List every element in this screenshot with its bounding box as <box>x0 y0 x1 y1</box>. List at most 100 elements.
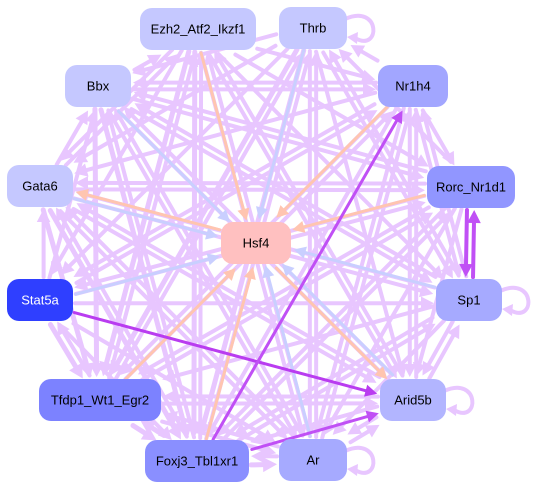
arrowhead-icon <box>133 89 149 103</box>
edge-line <box>211 119 399 441</box>
edge-ar-to-arid5b <box>348 424 380 445</box>
node-thrb[interactable]: Thrb <box>279 7 347 49</box>
arrowhead-icon <box>206 253 220 266</box>
node-box[interactable] <box>140 8 256 50</box>
edge-line <box>149 425 167 438</box>
arrowhead-icon <box>163 410 179 425</box>
node-box[interactable] <box>7 279 73 321</box>
edge-arid5b-to-gata6 <box>76 203 382 379</box>
edge-sp1-to-arid5b <box>422 319 455 376</box>
node-hsf4[interactable]: Hsf4 <box>221 222 291 264</box>
node-nr1h4[interactable]: Nr1h4 <box>378 65 448 107</box>
edge-line <box>206 51 393 370</box>
edge-rorc-to-hsf4 <box>292 193 426 233</box>
node-box[interactable] <box>39 379 161 421</box>
node-label: Foxj3_Tbl1xr1 <box>156 454 238 469</box>
node-sp1[interactable]: Sp1 <box>436 279 502 321</box>
node-box[interactable] <box>380 379 446 421</box>
arrowhead-icon <box>134 103 150 116</box>
edge-line <box>236 328 427 443</box>
node-box[interactable] <box>378 65 448 107</box>
arrowhead-icon <box>74 277 89 291</box>
arrowhead-icon <box>146 54 162 67</box>
edge-line <box>72 214 295 437</box>
edge-line <box>86 180 428 186</box>
node-ar[interactable]: Ar <box>279 439 347 481</box>
arrowhead-icon <box>69 362 83 379</box>
arrowhead-icon <box>57 321 70 337</box>
edge-arid5b-to-tfdp1 <box>163 389 380 404</box>
arrowhead-icon <box>418 283 434 298</box>
edge-line <box>427 333 456 381</box>
edge-stat5a-to-arid5b <box>72 311 378 397</box>
edge-tfdp1-to-foxj3 <box>130 423 157 441</box>
node-stat5a[interactable]: Stat5a <box>7 279 73 321</box>
edge-nr1h4-to-arid5b <box>402 107 417 377</box>
arrowhead-icon <box>56 207 69 223</box>
arrowhead-icon <box>400 109 414 125</box>
edge-line <box>61 330 92 378</box>
arrowhead-icon <box>391 110 403 124</box>
edge-line <box>72 311 368 393</box>
self-loop-arid5b <box>443 386 475 416</box>
edge-gata6-to-hsf4 <box>72 197 219 240</box>
node-tfdp1[interactable]: Tfdp1_Wt1_Egr2 <box>39 379 161 421</box>
edge-line <box>471 221 476 280</box>
edge-foxj3-to-tfdp1 <box>140 420 167 438</box>
node-box[interactable] <box>279 7 347 49</box>
arrowhead-icon <box>36 209 51 222</box>
edge-line <box>143 107 438 279</box>
edge-line <box>204 276 252 441</box>
arrowhead-icon <box>65 206 80 221</box>
edge-line <box>174 415 280 449</box>
node-label: Bbx <box>87 79 110 94</box>
edge-line <box>74 257 210 296</box>
arrowhead-icon <box>365 410 379 423</box>
arrowhead-icon <box>250 449 265 464</box>
node-rorc[interactable]: Rorc_Nr1d1 <box>427 166 515 208</box>
edge-line <box>250 415 369 451</box>
arrowhead-icon <box>223 268 236 281</box>
edge-stat5a-to-gata6 <box>36 209 51 279</box>
edge-line <box>60 216 189 439</box>
edge-sp1-to-thrb <box>329 49 461 278</box>
arrowhead-icon <box>163 54 178 69</box>
edge-line <box>108 118 197 440</box>
node-box[interactable] <box>279 439 347 481</box>
node-gata6[interactable]: Gata6 <box>7 165 73 207</box>
edge-line <box>54 119 84 167</box>
node-ezh2[interactable]: Ezh2_Atf2_Ikzf1 <box>140 8 256 50</box>
node-box[interactable] <box>7 165 73 207</box>
arrowhead-icon <box>276 205 290 218</box>
node-box[interactable] <box>221 222 291 264</box>
node-foxj3[interactable]: Foxj3_Tbl1xr1 <box>145 440 249 482</box>
edge-ar-to-tfdp1 <box>163 410 280 449</box>
arrowhead-icon <box>214 50 227 66</box>
node-label: Stat5a <box>21 293 59 308</box>
edge-hsf4-to-gata6 <box>75 188 222 232</box>
node-bbx[interactable]: Bbx <box>65 65 131 107</box>
arrowhead-icon <box>203 51 218 66</box>
arrowhead-icon <box>436 212 451 227</box>
edge-line <box>464 207 469 266</box>
node-box[interactable] <box>145 440 249 482</box>
arrowhead-icon <box>75 188 89 201</box>
node-box[interactable] <box>436 279 502 321</box>
arrowhead-icon <box>459 263 473 277</box>
edge-thrb-to-hsf4 <box>256 48 306 220</box>
node-box[interactable] <box>427 166 515 208</box>
node-box[interactable] <box>65 65 131 107</box>
edge-line <box>359 49 380 63</box>
node-arid5b[interactable]: Arid5b <box>380 379 446 421</box>
arrowhead-icon <box>262 457 278 473</box>
edge-line <box>84 90 378 173</box>
arrowhead-icon <box>374 366 388 380</box>
edge-line <box>58 209 281 432</box>
edge-stat5a-to-tfdp1 <box>47 322 83 379</box>
edge-stat5a-to-hsf4 <box>74 253 220 296</box>
arrowhead-icon <box>347 464 358 476</box>
arrowhead-icon <box>76 203 92 216</box>
edge-rorc-to-sp1 <box>459 207 473 277</box>
edge-bbx-to-hsf4 <box>116 109 231 223</box>
edge-sp1-to-hsf4 <box>293 246 437 289</box>
